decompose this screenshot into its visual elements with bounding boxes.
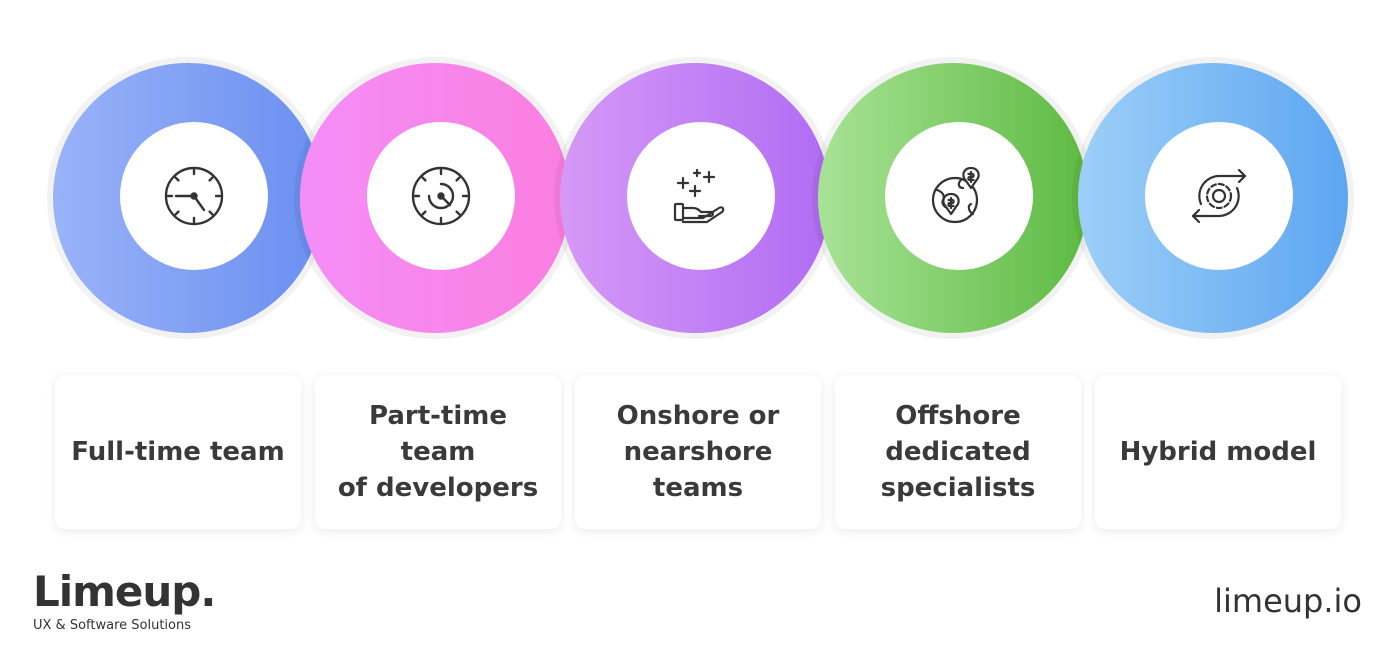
card-offshore: Offshore dedicated specialists: [835, 375, 1081, 529]
circle-part-time: [300, 63, 570, 333]
card-part-time: Part-time team of developers: [315, 375, 561, 529]
card-onshore: Onshore or nearshore teams: [575, 375, 821, 529]
card-label: Part-time team of developers: [337, 401, 539, 503]
circle-onshore: [560, 63, 830, 333]
globe-location-icon: [931, 166, 980, 224]
model-circles: [53, 63, 1348, 333]
card-label: Hybrid model: [1119, 437, 1317, 467]
website-url: limeup.io: [1214, 582, 1362, 620]
card-full-time: Full-time team: [55, 375, 301, 529]
icon-badge: [120, 122, 268, 270]
hand-plus-icon: [673, 168, 725, 224]
brand-name: Limeup.: [33, 567, 216, 616]
circle-full-time: [53, 63, 323, 333]
clock-icon: [164, 166, 224, 226]
brand-tagline: UX & Software Solutions: [33, 618, 191, 633]
gear-cycle-icon: [1191, 168, 1247, 224]
card-label: Onshore or nearshore teams: [616, 401, 780, 503]
card-label: Full-time team: [71, 437, 285, 467]
brand-logo: Limeup. UX & Software Solutions: [33, 567, 216, 634]
model-labels: Full-time team Part-time team of develop…: [0, 375, 1400, 531]
circle-hybrid: [1078, 63, 1348, 333]
icon-badge: [1145, 122, 1293, 270]
card-hybrid: Hybrid model: [1095, 375, 1341, 529]
icon-badge: [885, 122, 1033, 270]
circle-offshore: [818, 63, 1088, 333]
gauge-icon: [411, 166, 471, 226]
card-label: Offshore dedicated specialists: [880, 401, 1036, 503]
icon-badge: [367, 122, 515, 270]
icon-badge: [627, 122, 775, 270]
